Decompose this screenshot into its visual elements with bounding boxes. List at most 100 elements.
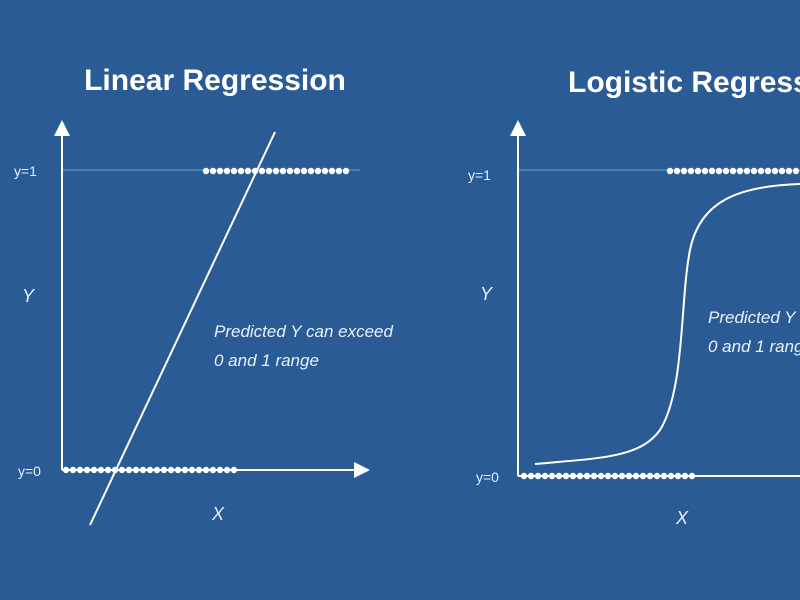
linear-class1-point	[335, 167, 343, 175]
logistic-class0-points	[520, 472, 696, 480]
linear-class1-point	[216, 167, 224, 175]
logistic-class0-point	[534, 472, 542, 480]
linear-class1-point	[300, 167, 308, 175]
logistic-class1-point	[708, 167, 716, 175]
linear-class1-point	[328, 167, 336, 175]
linear-class0-point	[139, 466, 147, 474]
logistic-class1-point	[764, 167, 772, 175]
linear-title: Linear Regression	[84, 64, 346, 97]
logistic-class1-point	[722, 167, 730, 175]
logistic-class1-point	[792, 167, 800, 175]
logistic-class1-point	[701, 167, 709, 175]
linear-class1-point	[209, 167, 217, 175]
logistic-class0-point	[562, 472, 570, 480]
logistic-class0-point	[681, 472, 689, 480]
logistic-class1-point	[743, 167, 751, 175]
linear-y0-label: y=0	[18, 463, 41, 479]
linear-class1-point	[342, 167, 350, 175]
logistic-class1-point	[771, 167, 779, 175]
logistic-class0-point	[625, 472, 633, 480]
linear-x-axis-label: X	[211, 504, 225, 524]
logistic-class1-point	[757, 167, 765, 175]
linear-class0-point	[132, 466, 140, 474]
logistic-class0-point	[611, 472, 619, 480]
logistic-title: Logistic Regression	[568, 66, 800, 99]
linear-class1-point	[265, 167, 273, 175]
logistic-class1-point	[778, 167, 786, 175]
linear-class1-point	[230, 167, 238, 175]
logistic-y-axis-label: Y	[480, 284, 494, 304]
logistic-regression-panel: Logistic Regression y=1 y=0 Y X Predicte…	[468, 66, 800, 528]
linear-class1-point	[237, 167, 245, 175]
linear-class1-point	[293, 167, 301, 175]
linear-class0-point	[153, 466, 161, 474]
logistic-class0-point	[639, 472, 647, 480]
linear-class0-point	[118, 466, 126, 474]
logistic-class0-point	[590, 472, 598, 480]
linear-annotation-line1: Predicted Y can exceed	[214, 322, 393, 341]
logistic-class0-point	[674, 472, 682, 480]
logistic-class0-point	[688, 472, 696, 480]
logistic-class1-point	[687, 167, 695, 175]
linear-class0-point	[69, 466, 77, 474]
linear-class0-point	[216, 466, 224, 474]
logistic-class0-point	[527, 472, 535, 480]
linear-class1-point	[272, 167, 280, 175]
linear-class0-point	[223, 466, 231, 474]
logistic-y1-label: y=1	[468, 167, 491, 183]
logistic-annotation-line1: Predicted Y li	[708, 308, 800, 327]
logistic-class1-point	[715, 167, 723, 175]
logistic-x-axis-label: X	[675, 508, 689, 528]
linear-class1-point	[286, 167, 294, 175]
logistic-class0-point	[667, 472, 675, 480]
linear-class0-point	[174, 466, 182, 474]
linear-class0-point	[90, 466, 98, 474]
linear-class0-point	[188, 466, 196, 474]
linear-class0-point	[104, 466, 112, 474]
logistic-class0-point	[583, 472, 591, 480]
logistic-class0-point	[653, 472, 661, 480]
linear-regression-panel: Linear Regression y=1 y=0 Y X Predicted …	[14, 64, 393, 526]
linear-class0-points	[62, 466, 238, 474]
linear-class1-point	[321, 167, 329, 175]
linear-class0-point	[160, 466, 168, 474]
linear-class1-point	[279, 167, 287, 175]
logistic-class1-point	[736, 167, 744, 175]
logistic-class0-point	[548, 472, 556, 480]
logistic-sigmoid-curve	[534, 183, 800, 465]
logistic-annotation-line2: 0 and 1 range	[708, 337, 800, 356]
logistic-class1-point	[694, 167, 702, 175]
linear-class1-points	[202, 167, 350, 175]
linear-class0-point	[83, 466, 91, 474]
linear-class1-point	[202, 167, 210, 175]
logistic-class1-point	[680, 167, 688, 175]
linear-class0-point	[167, 466, 175, 474]
logistic-class0-point	[541, 472, 549, 480]
linear-class1-point	[244, 167, 252, 175]
linear-class0-point	[125, 466, 133, 474]
logistic-class1-points	[666, 167, 800, 175]
logistic-class0-point	[576, 472, 584, 480]
logistic-class0-point	[555, 472, 563, 480]
linear-class0-point	[76, 466, 84, 474]
logistic-class1-point	[729, 167, 737, 175]
logistic-class0-point	[520, 472, 528, 480]
linear-regression-line	[89, 131, 276, 526]
linear-class1-point	[307, 167, 315, 175]
logistic-class0-point	[618, 472, 626, 480]
logistic-class1-point	[673, 167, 681, 175]
linear-class0-point	[62, 466, 70, 474]
linear-class0-point	[195, 466, 203, 474]
linear-class0-point	[97, 466, 105, 474]
linear-class0-point	[230, 466, 238, 474]
logistic-class0-point	[597, 472, 605, 480]
linear-class1-point	[223, 167, 231, 175]
linear-class0-point	[146, 466, 154, 474]
logistic-class0-point	[660, 472, 668, 480]
logistic-class0-point	[569, 472, 577, 480]
linear-class0-point	[181, 466, 189, 474]
linear-class0-point	[209, 466, 217, 474]
linear-y1-label: y=1	[14, 163, 37, 179]
logistic-class0-point	[604, 472, 612, 480]
